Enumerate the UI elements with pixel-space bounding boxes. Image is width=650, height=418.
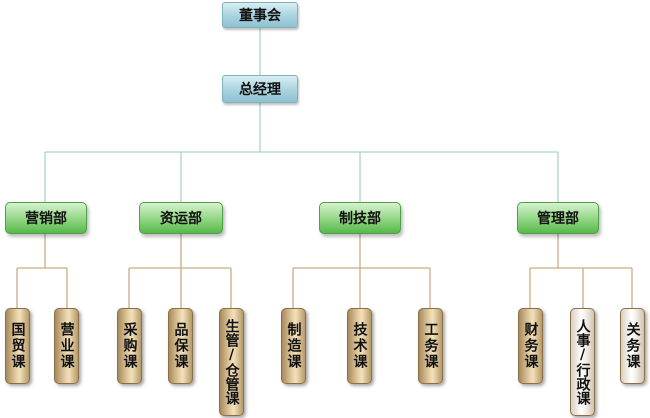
section-engineering-works: 工务课 xyxy=(418,308,443,384)
section-label: 制造课 xyxy=(285,322,302,370)
section-intl-trade: 国贸课 xyxy=(5,308,30,384)
section-label: 技术课 xyxy=(351,322,368,370)
section-label: 财务课 xyxy=(522,322,539,370)
department-label: 制技部 xyxy=(339,211,381,227)
general-manager-node: 总经理 xyxy=(222,75,298,103)
section-label: 采购课 xyxy=(121,322,138,370)
section-sales: 营业课 xyxy=(54,308,79,384)
section-production-warehouse: 生管/仓管课 xyxy=(219,308,244,416)
section-purchasing: 采购课 xyxy=(117,308,142,384)
section-hr-admin: 人事/行政课 xyxy=(570,308,595,416)
department-label: 管理部 xyxy=(537,211,579,227)
section-label: 生管/仓管课 xyxy=(223,319,240,405)
department-marketing: 营销部 xyxy=(5,202,87,234)
section-label: 品保课 xyxy=(172,322,189,370)
department-label: 营销部 xyxy=(25,211,67,227)
section-technology: 技术课 xyxy=(347,308,372,384)
section-finance: 财务课 xyxy=(518,308,543,384)
section-label: 关务课 xyxy=(624,322,641,370)
section-label: 工务课 xyxy=(422,322,439,370)
section-customs: 关务课 xyxy=(620,308,645,384)
section-label: 国贸课 xyxy=(9,322,26,370)
board-label: 董事会 xyxy=(239,8,281,24)
section-manufacturing: 制造课 xyxy=(281,308,306,384)
department-label: 资运部 xyxy=(160,211,202,227)
section-quality-assurance: 品保课 xyxy=(168,308,193,384)
department-manufacturing: 制技部 xyxy=(319,202,401,234)
department-management: 管理部 xyxy=(517,202,599,234)
board-node: 董事会 xyxy=(222,2,298,28)
department-resources: 资运部 xyxy=(139,202,223,234)
section-label: 人事/行政课 xyxy=(574,319,591,405)
general-manager-label: 总经理 xyxy=(239,82,281,98)
section-label: 营业课 xyxy=(58,322,75,370)
